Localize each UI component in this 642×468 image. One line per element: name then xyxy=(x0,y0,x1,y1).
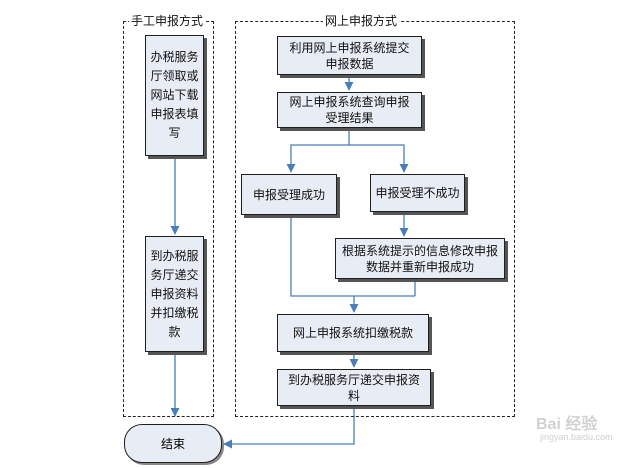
manual-step-submit: 到办税服务厅递交申报资料并扣缴税款 xyxy=(145,236,204,352)
online-success-box: 申报受理成功 xyxy=(241,174,337,215)
online-deduct-label: 网上申报系统扣缴税款 xyxy=(292,326,413,340)
manual-title: 手工申报方式 xyxy=(129,14,206,28)
end-label: 结束 xyxy=(160,437,185,451)
online-query-label: 网上申报系统查询申报受理结果 xyxy=(289,95,410,125)
online-query-box: 网上申报系统查询申报受理结果 xyxy=(277,92,422,128)
arrow-query-fail xyxy=(349,144,409,173)
online-submit-label: 利用网上申报系统提交申报数据 xyxy=(289,40,410,71)
online-fail-box: 申报受理不成功 xyxy=(370,174,465,212)
manual-step-fill-form: 办税服务厅领取或网站下载申报表填写 xyxy=(145,35,204,156)
online-deliver-box: 到办税服务厅递交申报资料 xyxy=(277,369,431,406)
arrow-query-branch xyxy=(286,128,350,173)
online-fail-label: 申报受理不成功 xyxy=(375,186,460,200)
manual-step-submit-label: 到办税服务厅递交申报资料并扣缴税款 xyxy=(150,248,199,339)
online-deliver-label: 到办税服务厅递交申报资料 xyxy=(287,372,420,403)
online-submit-box: 利用网上申报系统提交申报数据 xyxy=(277,36,422,75)
online-success-label: 申报受理成功 xyxy=(252,187,325,202)
watermark-url: jingyan.baidu.com xyxy=(540,432,613,442)
end-terminal: 结束 xyxy=(124,424,222,463)
watermark-brand: Bai 经验 xyxy=(536,416,598,433)
manual-step-fill-form-label: 办税服务厅领取或网站下载申报表填写 xyxy=(150,50,199,140)
online-title: 网上申报方式 xyxy=(323,14,400,28)
online-deduct-box: 网上申报系统扣缴税款 xyxy=(277,314,429,352)
online-frame xyxy=(235,21,515,417)
arrow-deliver-end xyxy=(223,406,355,449)
online-modify-box: 根据系统提示的信息修改申报数据并重新申报成功 xyxy=(335,238,505,279)
arrow-success-deduct xyxy=(290,215,359,313)
online-modify-label: 根据系统提示的信息修改申报数据并重新申报成功 xyxy=(341,243,498,274)
